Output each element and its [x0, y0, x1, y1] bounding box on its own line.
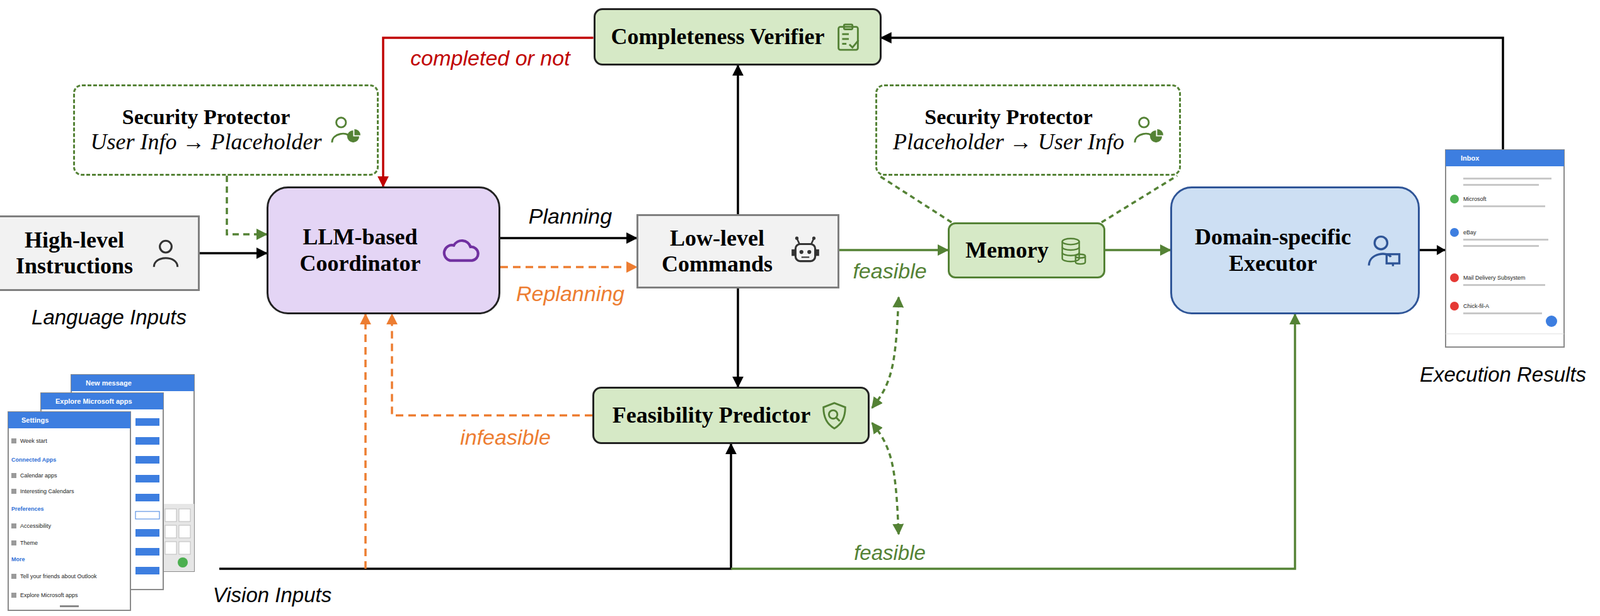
- screen-text: Calendar apps: [20, 472, 58, 479]
- node-icon: [1366, 233, 1403, 269]
- input-wire: [872, 423, 899, 536]
- node-text-column: Feasibility Predictor: [612, 402, 811, 429]
- coordinator-box: LLM-based Coordinator: [266, 186, 501, 315]
- node-text-column: Security ProtectorPlaceholder → User Inf…: [892, 104, 1125, 156]
- phone-screen: [8, 412, 131, 611]
- screen-text: Chick-fil-A: [1463, 303, 1490, 310]
- node-subtitle: Placeholder → User Info: [892, 129, 1125, 156]
- screen-text: Microsoft: [1463, 195, 1487, 203]
- input-box: High-level Instructions: [0, 215, 200, 292]
- connector: [736, 288, 740, 387]
- node-content: Memory: [965, 235, 1088, 266]
- screen-text: Explore Microsoft apps: [20, 592, 79, 599]
- edge-group: [199, 37, 1503, 416]
- screen-text: New message: [85, 379, 132, 387]
- screen-text: Settings: [21, 416, 49, 425]
- node-title: Completeness Verifier: [611, 23, 825, 50]
- connector: [736, 65, 740, 215]
- node-icon: [1057, 235, 1088, 266]
- commands-box: Low-level Commands: [636, 214, 840, 289]
- result-phone: [1436, 149, 1565, 348]
- screen-text: Theme: [20, 540, 38, 547]
- connector: [383, 37, 594, 187]
- screen-text: Interesting Calendars: [20, 488, 75, 495]
- connector: [500, 236, 637, 240]
- memory-box: Memory: [947, 222, 1106, 279]
- edge-label: feasible: [850, 258, 929, 284]
- node-icon: [441, 231, 480, 270]
- edge-label: infeasible: [457, 425, 554, 450]
- node-text-column: Completeness Verifier: [611, 23, 825, 50]
- io-label: Execution Results: [1419, 362, 1587, 387]
- node-content: LLM-based Coordinator: [287, 224, 480, 277]
- node-content: Security ProtectorUser Info → Placeholde…: [90, 104, 362, 156]
- connector: [199, 252, 267, 255]
- input-wire: [872, 297, 899, 409]
- screen-text: Mail Delivery Subsystem: [1463, 274, 1526, 282]
- node-title: High-level Instructions: [8, 227, 141, 280]
- node-content: Security ProtectorPlaceholder → User Inf…: [892, 104, 1164, 156]
- connector: [1105, 248, 1171, 252]
- node-title: LLM-based Coordinator: [287, 224, 433, 277]
- screen-text: More: [11, 556, 26, 563]
- connector: [839, 248, 948, 252]
- executor-box: Domain-specific Executor: [1170, 186, 1420, 315]
- node-subtitle: User Info → Placeholder: [90, 129, 323, 156]
- connector: [500, 265, 637, 269]
- node-title: Security Protector: [122, 104, 291, 130]
- node-icon: [149, 236, 183, 270]
- node-icon: [330, 114, 361, 145]
- node-icon: [819, 400, 850, 432]
- node-text-column: Memory: [965, 237, 1049, 264]
- input-wire: [219, 444, 731, 570]
- node-icon: [833, 22, 864, 53]
- io-label: Language Inputs: [31, 305, 187, 330]
- input-wire: [364, 314, 367, 570]
- node-title: Domain-specific Executor: [1187, 224, 1359, 277]
- screen-text: Explore Microsoft apps: [55, 397, 133, 406]
- node-icon: [1133, 114, 1164, 145]
- io-label: Vision Inputs: [212, 583, 332, 608]
- screen-text: Tell your friends about Outlook: [20, 573, 98, 580]
- node-title: Low-level Commands: [654, 225, 781, 278]
- edge-label: completed or not: [407, 46, 573, 71]
- wire-group: [219, 297, 1295, 570]
- node-content: Low-level Commands: [654, 225, 822, 278]
- edge-label: Replanning: [513, 281, 628, 307]
- screen-text: Connected Apps: [11, 456, 57, 464]
- node-title: Security Protector: [924, 104, 1093, 130]
- node-text-column: LLM-based Coordinator: [287, 224, 433, 277]
- node-text-column: Security ProtectorUser Info → Placeholde…: [90, 104, 323, 156]
- node-text-column: Low-level Commands: [654, 225, 781, 278]
- connector: [226, 175, 267, 235]
- screen-text: Inbox: [1460, 154, 1480, 162]
- node-text-column: Domain-specific Executor: [1187, 224, 1359, 277]
- screen-text: Week start: [20, 437, 48, 445]
- screen-text: Accessibility: [20, 523, 52, 530]
- edge-label: Planning: [526, 204, 615, 229]
- security-protector-box: Security ProtectorPlaceholder → User Inf…: [875, 84, 1181, 176]
- connector: [391, 314, 593, 416]
- screen-text: Preferences: [11, 506, 45, 513]
- connector: [879, 175, 1178, 223]
- security-protector-box: Security ProtectorUser Info → Placeholde…: [73, 84, 379, 176]
- io-label: feasible: [853, 541, 926, 566]
- node-icon: [788, 235, 822, 268]
- node-content: Domain-specific Executor: [1187, 224, 1403, 277]
- verifier-box: Completeness Verifier: [593, 8, 882, 66]
- screen-text: eBay: [1463, 229, 1477, 236]
- predictor-box: Feasibility Predictor: [592, 386, 870, 445]
- node-text-column: High-level Instructions: [8, 227, 141, 280]
- node-content: Completeness Verifier: [611, 22, 864, 53]
- node-content: High-level Instructions: [8, 227, 183, 280]
- node-title: Feasibility Predictor: [612, 402, 811, 429]
- node-title: Memory: [965, 237, 1049, 264]
- node-content: Feasibility Predictor: [612, 400, 850, 432]
